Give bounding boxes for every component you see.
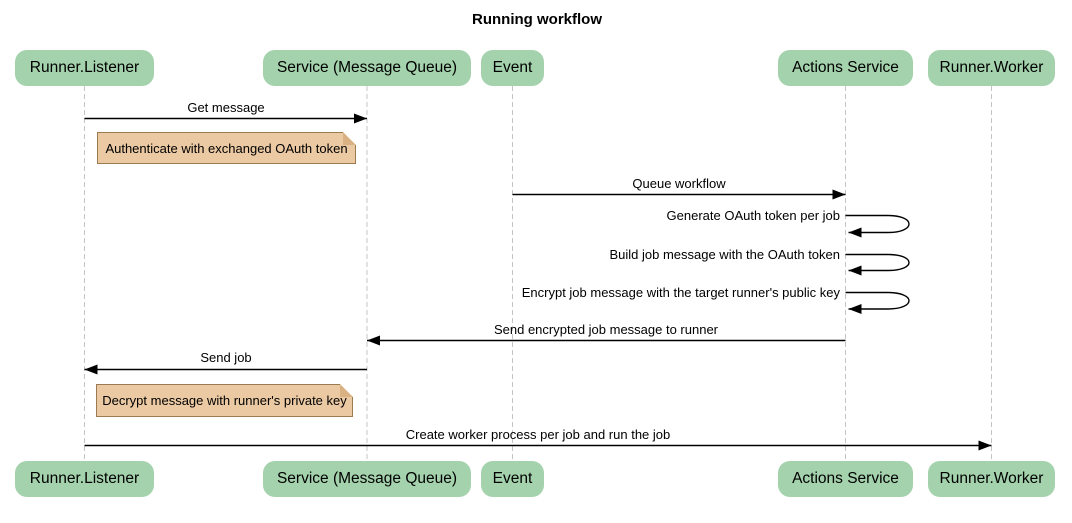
actor-bottom-actions-service: Actions Service — [778, 461, 913, 497]
actor-top-runner-worker: Runner.Worker — [928, 50, 1055, 86]
actor-label: Runner.Listener — [29, 470, 140, 487]
selfloop-encrypt-job-message — [845, 291, 910, 314]
actor-top-runner-listener: Runner.Listener — [15, 50, 154, 86]
actor-bottom-runner-listener: Runner.Listener — [15, 461, 154, 497]
actor-label: Event — [492, 59, 533, 76]
message-label-send-encrypted-job: Send encrypted job message to runner — [493, 322, 719, 337]
actor-label: Service (Message Queue) — [276, 59, 458, 76]
actor-bottom-service: Service (Message Queue) — [263, 461, 471, 497]
message-label-generate-oauth: Generate OAuth token per job — [666, 208, 840, 223]
actor-label: Runner.Listener — [29, 59, 140, 76]
message-arrows — [84, 113, 992, 451]
message-label-build-job: Build job message with the OAuth token — [609, 247, 840, 262]
actor-label: Runner.Worker — [939, 59, 1044, 76]
actor-label: Event — [492, 470, 533, 487]
actor-bottom-runner-worker: Runner.Worker — [928, 461, 1055, 497]
selfloop-generate-oauth-token — [845, 214, 910, 238]
message-label-create-worker: Create worker process per job and run th… — [405, 427, 671, 442]
actor-top-service: Service (Message Queue) — [263, 50, 471, 86]
note-label: Authenticate with exchanged OAuth token — [105, 140, 348, 156]
lifelines — [84, 86, 992, 461]
message-label-queue-workflow: Queue workflow — [632, 176, 726, 191]
actor-label: Actions Service — [792, 59, 899, 76]
actor-label: Service (Message Queue) — [276, 470, 458, 487]
note-label: Decrypt message with runner's private ke… — [102, 393, 347, 408]
message-label-encrypt-job: Encrypt job message with the target runn… — [521, 285, 840, 300]
diagram-title: Running workflow — [472, 11, 602, 28]
actor-bottom-event: Event — [481, 461, 544, 497]
message-label-send-job: Send job — [200, 350, 252, 365]
actor-label: Runner.Worker — [939, 470, 1044, 487]
selfloop-build-job-message — [845, 253, 910, 276]
actor-top-event: Event — [481, 50, 544, 86]
actor-label: Actions Service — [792, 470, 899, 487]
message-label-get-message: Get message — [187, 100, 265, 115]
actor-top-actions-service: Actions Service — [778, 50, 913, 86]
note-decrypt-message: Decrypt message with runner's private ke… — [96, 384, 353, 417]
note-authenticate-oauth: Authenticate with exchanged OAuth token — [97, 132, 356, 164]
